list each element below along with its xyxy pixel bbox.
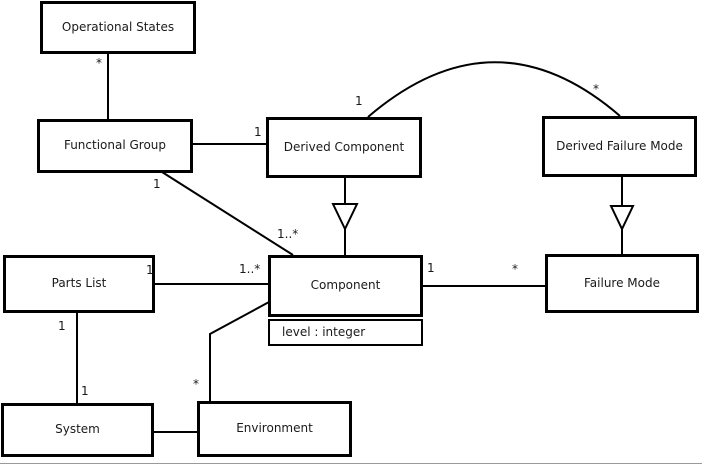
multiplicity-environment-component: *	[193, 377, 199, 391]
multiplicity-parts-list-component-dst: 1..*	[239, 262, 261, 276]
class-box-parts-list: Parts List	[3, 255, 155, 313]
multiplicity-parts-list-component-src: 1	[146, 263, 154, 277]
class-attribute-component: level : integer	[282, 324, 366, 339]
class-name-failure-mode: Failure Mode	[584, 275, 660, 290]
class-name-component: Component	[310, 278, 381, 293]
class-name-derived-failure-mode: Derived Failure Mode	[556, 138, 683, 153]
multiplicity-parts-list-system-dst: 1	[81, 384, 89, 398]
generalization-arrow-derived-failure-mode	[609, 205, 635, 232]
multiplicity-functional-group-component-src: 1	[153, 177, 161, 191]
class-name-functional-group: Functional Group	[63, 138, 167, 153]
class-attribute-compartment-component: level : integer	[268, 319, 423, 346]
class-name-parts-list: Parts List	[51, 276, 107, 291]
multiplicity-component-failure-mode-src: 1	[427, 261, 435, 275]
multiplicity-functional-group-derived-component: 1	[254, 125, 262, 139]
class-name-operational-states: Operational States	[61, 19, 175, 34]
class-name-derived-component: Derived Component	[283, 139, 405, 154]
multiplicity-derived-component-arc: 1	[355, 94, 363, 108]
class-box-environment: Environment	[197, 401, 352, 457]
multiplicity-parts-list-system-src: 1	[58, 319, 66, 333]
edge-derived-component-derived-failure-mode	[367, 61, 621, 118]
multiplicity-operational-states-functional-group: *	[96, 56, 102, 70]
class-box-derived-component: Derived Component	[266, 117, 422, 178]
multiplicity-functional-group-component-dst: 1..*	[277, 227, 299, 241]
class-box-component: Component	[268, 255, 423, 317]
class-box-failure-mode: Failure Mode	[545, 254, 699, 313]
multiplicity-derived-failure-mode-arc: *	[593, 82, 599, 96]
class-box-functional-group: Functional Group	[37, 119, 193, 173]
multiplicity-component-failure-mode-dst: *	[512, 262, 518, 276]
generalization-arrow-derived-component	[331, 203, 359, 232]
class-box-system: System	[1, 403, 154, 457]
edge-component-environment	[209, 301, 270, 402]
edge-functional-group-component	[161, 171, 294, 256]
class-name-environment: Environment	[236, 421, 313, 436]
class-box-derived-failure-mode: Derived Failure Mode	[542, 116, 697, 177]
class-name-system: System	[55, 422, 100, 437]
class-box-operational-states: Operational States	[40, 1, 196, 54]
